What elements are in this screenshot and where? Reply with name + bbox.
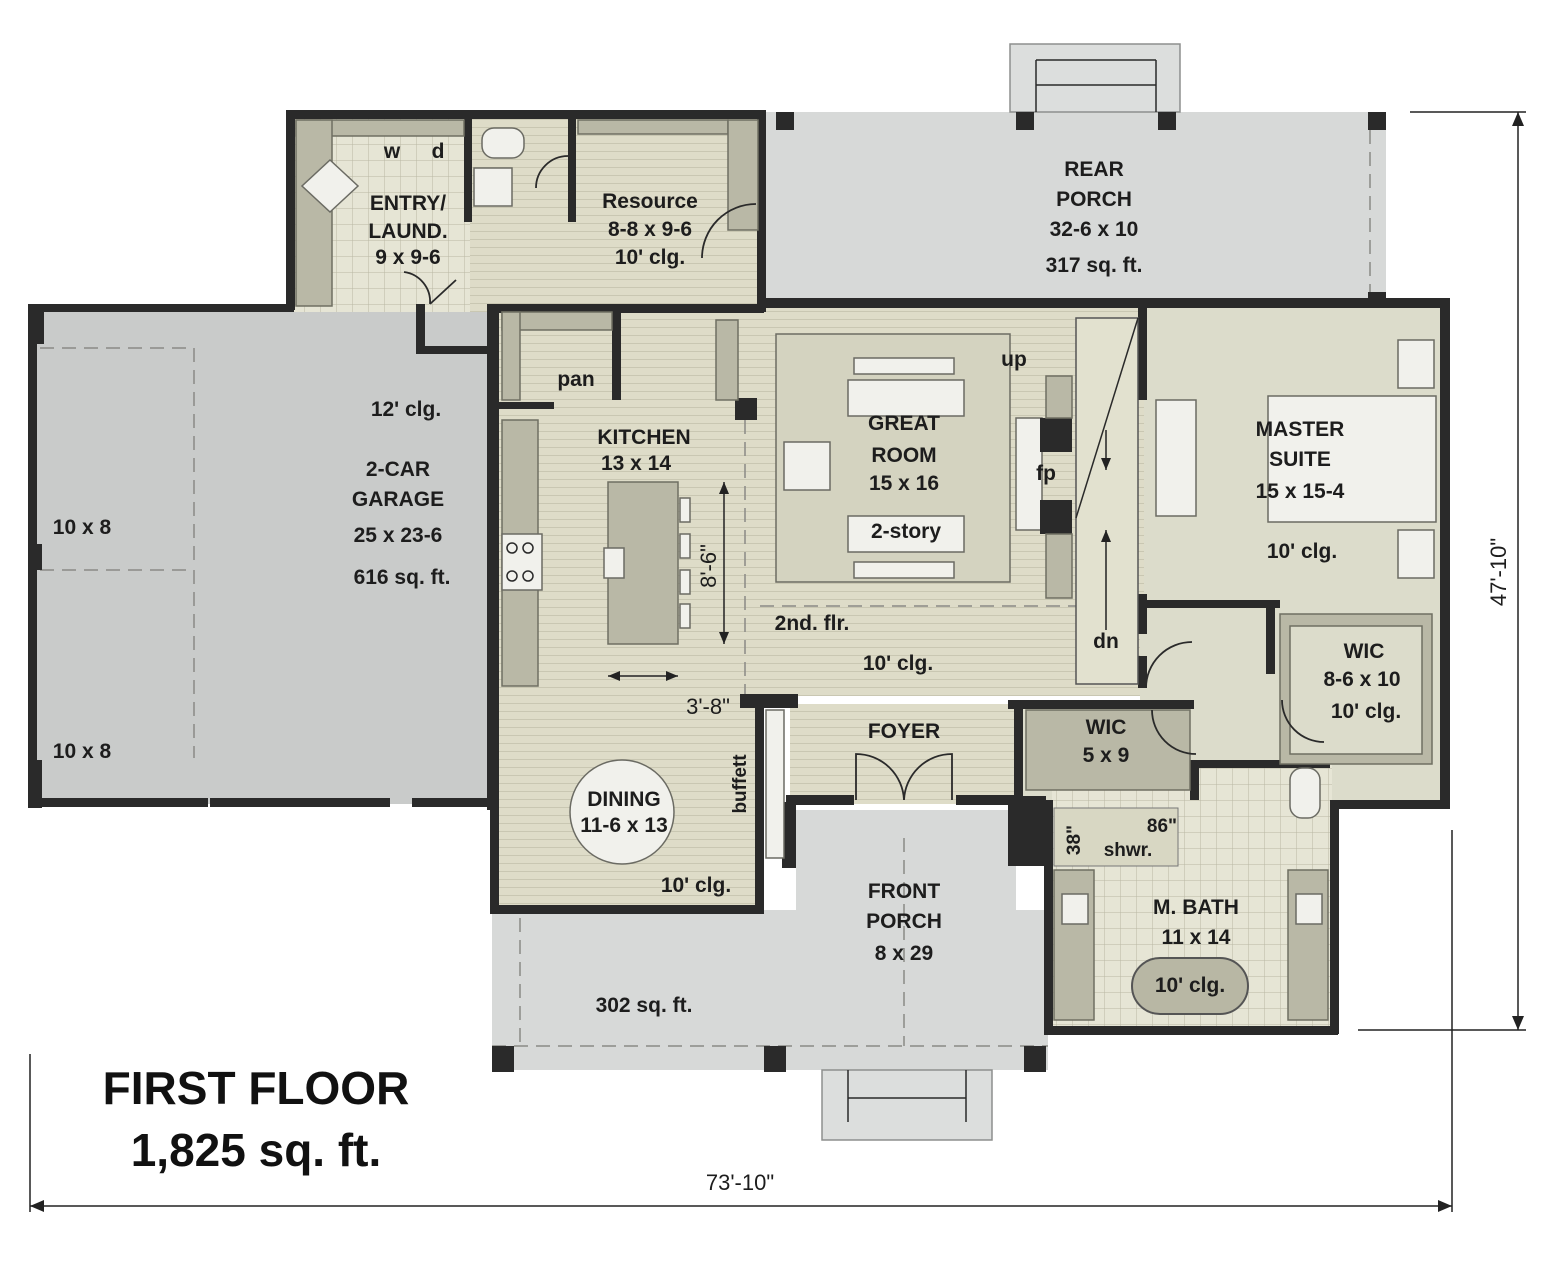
overall-depth: 47'-10" [1486,538,1511,606]
stair-up-label: up [1001,348,1027,371]
front-porch-center [796,810,1016,1070]
doors [403,155,1325,801]
bath-ceiling: 10' clg. [1155,974,1225,997]
rear-porch-floor [764,112,1386,302]
dimension-lines [29,111,1526,1212]
rear-steps [1009,43,1181,113]
hall-note: 2nd. flr. [775,612,850,635]
shower-width: 86" [1147,816,1177,837]
garage-label-2: GARAGE [352,488,444,511]
garage-area: 616 sq. ft. [354,566,451,589]
shower-depth: 38" [1064,825,1085,855]
front-porch-label-1: FRONT [868,880,940,903]
dryer-label: d [432,140,445,163]
garage-bay-2: 10 x 8 [53,740,112,763]
fixtures [295,119,1437,1021]
wic-small-label: WIC [1086,716,1127,739]
master-size: 15 x 15-4 [1256,480,1345,503]
kitchen-size: 13 x 14 [601,452,671,475]
bath-size: 11 x 14 [1162,926,1231,949]
garage-size: 25 x 23-6 [354,524,443,547]
garage-floor [30,306,492,804]
entry-label-1: ENTRY/ [370,192,446,215]
buffet-label: buffett [730,754,751,814]
washer-label: w [383,140,401,163]
great-room-label-1: GREAT [868,412,940,435]
walls [28,110,1450,1072]
pantry-label: pan [557,368,594,391]
entry-label-2: LAUND. [368,220,447,243]
entry-size: 9 x 9-6 [375,246,440,269]
foyer-label: FOYER [868,720,940,743]
dining-ceiling: 10' clg. [661,874,731,897]
front-porch-area: 302 sq. ft. [596,994,693,1017]
resource-size: 8-8 x 9-6 [608,218,692,241]
rear-porch-label-2: PORCH [1056,188,1132,211]
master-ceiling: 10' clg. [1267,540,1337,563]
dining-size: 11-6 x 13 [580,814,668,837]
dining-label: DINING [587,788,661,811]
plan-area: 1,825 sq. ft. [131,1124,382,1176]
rear-porch-label-1: REAR [1064,158,1124,181]
rear-porch-area: 317 sq. ft. [1046,254,1143,277]
kitchen-label: KITCHEN [597,426,690,449]
great-room-size: 15 x 16 [869,472,939,495]
garage-ceiling: 12' clg. [371,398,441,421]
rear-porch-size: 32-6 x 10 [1050,218,1139,241]
resource-ceiling: 10' clg. [615,246,685,269]
room-labels: w d ENTRY/ LAUND. 9 x 9-6 Resource 8-8 x… [53,140,1401,1017]
shower-label: shwr. [1104,840,1153,861]
aisle-dimension: 3'-8" [686,694,730,719]
master-label-2: SUITE [1269,448,1331,471]
bath-label: M. BATH [1153,896,1239,919]
wic-master-size: 8-6 x 10 [1323,668,1400,691]
wic-master-ceiling: 10' clg. [1331,700,1401,723]
wic-master-label: WIC [1344,640,1385,663]
great-room-note: 2-story [871,520,941,543]
overall-width: 73'-10" [706,1170,774,1195]
fireplace-label: fp [1036,462,1056,485]
stair-down-label: dn [1093,630,1119,653]
wic-small-size: 5 x 9 [1083,744,1130,767]
resource-label: Resource [602,190,698,213]
master-label-1: MASTER [1256,418,1345,441]
front-porch-size: 8 x 29 [875,942,933,965]
island-dimension: 8'-6" [696,544,721,588]
garage-bay-1: 10 x 8 [53,516,112,539]
hall-ceiling: 10' clg. [863,652,933,675]
front-steps [821,1069,993,1141]
great-room-label-2: ROOM [871,444,936,467]
garage-label-1: 2-CAR [366,458,430,481]
front-porch-label-2: PORCH [866,910,942,933]
plan-title: FIRST FLOOR [103,1062,410,1114]
